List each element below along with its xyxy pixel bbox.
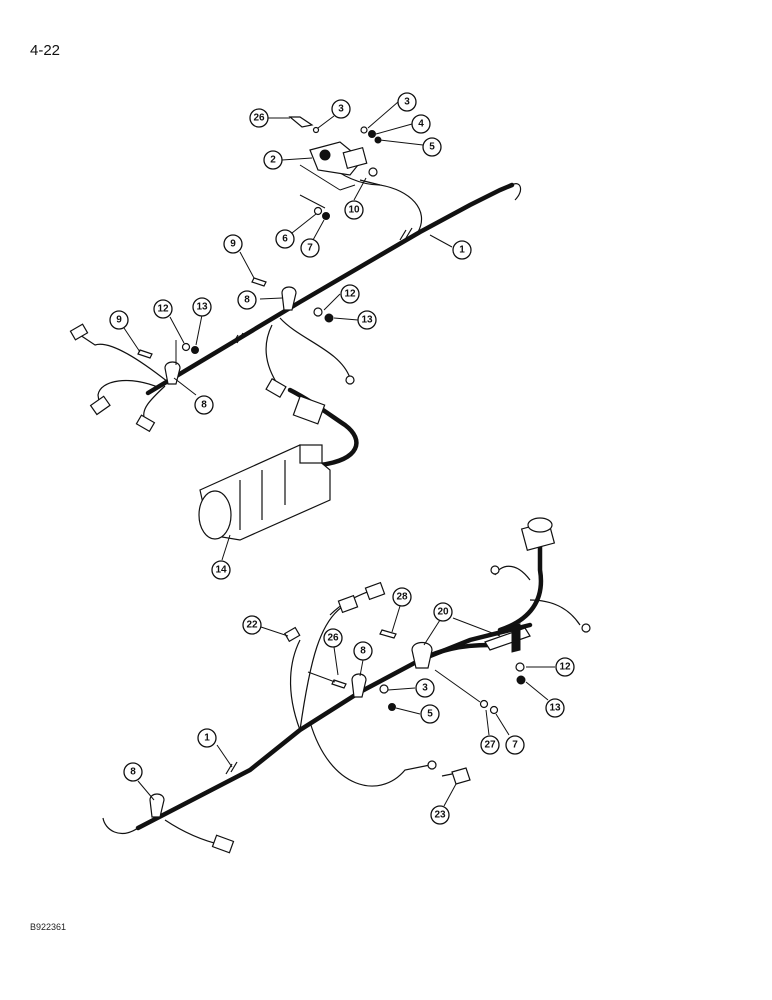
svg-text:12: 12 xyxy=(157,304,169,315)
callout-3-upper-left: 3 xyxy=(331,99,351,119)
bracket-20 xyxy=(484,623,531,685)
callout-28: 28 xyxy=(392,587,412,607)
callout-7-upper: 7 xyxy=(300,238,320,258)
clamp-lower-mid xyxy=(307,671,396,711)
callout-5-lower: 5 xyxy=(420,704,440,724)
svg-text:8: 8 xyxy=(360,646,366,657)
lower-harness-cable xyxy=(102,622,533,834)
svg-text:6: 6 xyxy=(282,234,288,245)
connector-upper-left-a xyxy=(69,323,89,341)
callout-14: 14 xyxy=(211,560,231,580)
switch-assembly xyxy=(299,141,378,191)
connector-upper-left-b xyxy=(89,395,111,416)
callout-8-upper-left: 8 xyxy=(194,395,214,415)
svg-text:12: 12 xyxy=(559,662,571,673)
clamp-lower-right xyxy=(379,629,499,715)
svg-text:26: 26 xyxy=(327,633,339,644)
callout-12-upper-right: 12 xyxy=(340,284,360,304)
svg-text:2: 2 xyxy=(270,155,276,166)
callout-3-lower: 3 xyxy=(415,678,435,698)
svg-text:14: 14 xyxy=(215,565,227,576)
callout-23: 23 xyxy=(430,805,450,825)
round-connector xyxy=(520,517,556,551)
callout-26-upper: 26 xyxy=(249,108,269,128)
callout-13-upper-right: 13 xyxy=(357,310,377,330)
switch-hardware xyxy=(288,116,382,220)
svg-text:8: 8 xyxy=(244,295,250,306)
callout-4: 4 xyxy=(411,114,431,134)
svg-text:5: 5 xyxy=(429,142,435,153)
figure-code: B922361 xyxy=(30,922,67,932)
sensor-23 xyxy=(441,767,471,785)
callout-12-lower: 12 xyxy=(555,657,575,677)
svg-text:23: 23 xyxy=(434,810,446,821)
callout-9-upper-right: 9 xyxy=(223,234,243,254)
callout-12-upper-left: 12 xyxy=(153,299,173,319)
upper-harness-cable xyxy=(145,164,522,396)
svg-text:1: 1 xyxy=(459,245,465,256)
callout-1-upper: 1 xyxy=(452,240,472,260)
svg-text:8: 8 xyxy=(130,767,136,778)
callout-20: 20 xyxy=(433,602,453,622)
clamp-upper-right xyxy=(251,277,334,323)
svg-text:8: 8 xyxy=(201,400,207,411)
clamp-upper-left xyxy=(137,340,199,385)
svg-text:20: 20 xyxy=(437,607,449,618)
callout-3-upper-right: 3 xyxy=(397,92,417,112)
callout-22: 22 xyxy=(242,615,262,635)
callout-26-lower: 26 xyxy=(323,628,343,648)
callout-8-upper-right: 8 xyxy=(237,290,257,310)
svg-text:13: 13 xyxy=(361,315,373,326)
lower-harness-branches xyxy=(164,537,581,846)
svg-text:27: 27 xyxy=(484,740,496,751)
svg-text:13: 13 xyxy=(549,703,561,714)
svg-text:1: 1 xyxy=(204,733,210,744)
svg-text:28: 28 xyxy=(396,592,408,603)
callout-leaders xyxy=(123,101,555,807)
svg-text:13: 13 xyxy=(196,302,208,313)
callout-10: 10 xyxy=(344,200,364,220)
svg-text:4: 4 xyxy=(418,119,424,130)
svg-text:7: 7 xyxy=(512,740,518,751)
callout-5-upper: 5 xyxy=(422,137,442,157)
callout-6: 6 xyxy=(275,229,295,249)
svg-text:3: 3 xyxy=(338,104,344,115)
callout-13-lower: 13 xyxy=(545,698,565,718)
svg-text:26: 26 xyxy=(253,113,265,124)
callout-9-upper-left: 9 xyxy=(109,310,129,330)
svg-text:3: 3 xyxy=(404,97,410,108)
callout-8-lower-mid: 8 xyxy=(353,641,373,661)
callout-7-lower: 7 xyxy=(505,735,525,755)
callout-1-lower: 1 xyxy=(197,728,217,748)
callout-2: 2 xyxy=(263,150,283,170)
svg-text:9: 9 xyxy=(116,315,122,326)
connector-upper-mid xyxy=(265,375,355,425)
horn-assembly xyxy=(198,444,331,541)
callout-8-lower-left: 8 xyxy=(123,762,143,782)
svg-text:7: 7 xyxy=(307,243,313,254)
upper-harness-branches xyxy=(79,317,359,468)
connector-upper-left-c xyxy=(135,414,156,433)
svg-text:12: 12 xyxy=(344,289,356,300)
svg-text:9: 9 xyxy=(230,239,236,250)
page-number: 4-22 xyxy=(30,42,61,59)
lower-connectors xyxy=(211,565,591,854)
svg-text:5: 5 xyxy=(427,709,433,720)
callout-27: 27 xyxy=(480,735,500,755)
svg-text:22: 22 xyxy=(246,620,258,631)
svg-text:3: 3 xyxy=(422,683,428,694)
callout-13-upper-left: 13 xyxy=(192,297,212,317)
svg-text:10: 10 xyxy=(348,205,360,216)
